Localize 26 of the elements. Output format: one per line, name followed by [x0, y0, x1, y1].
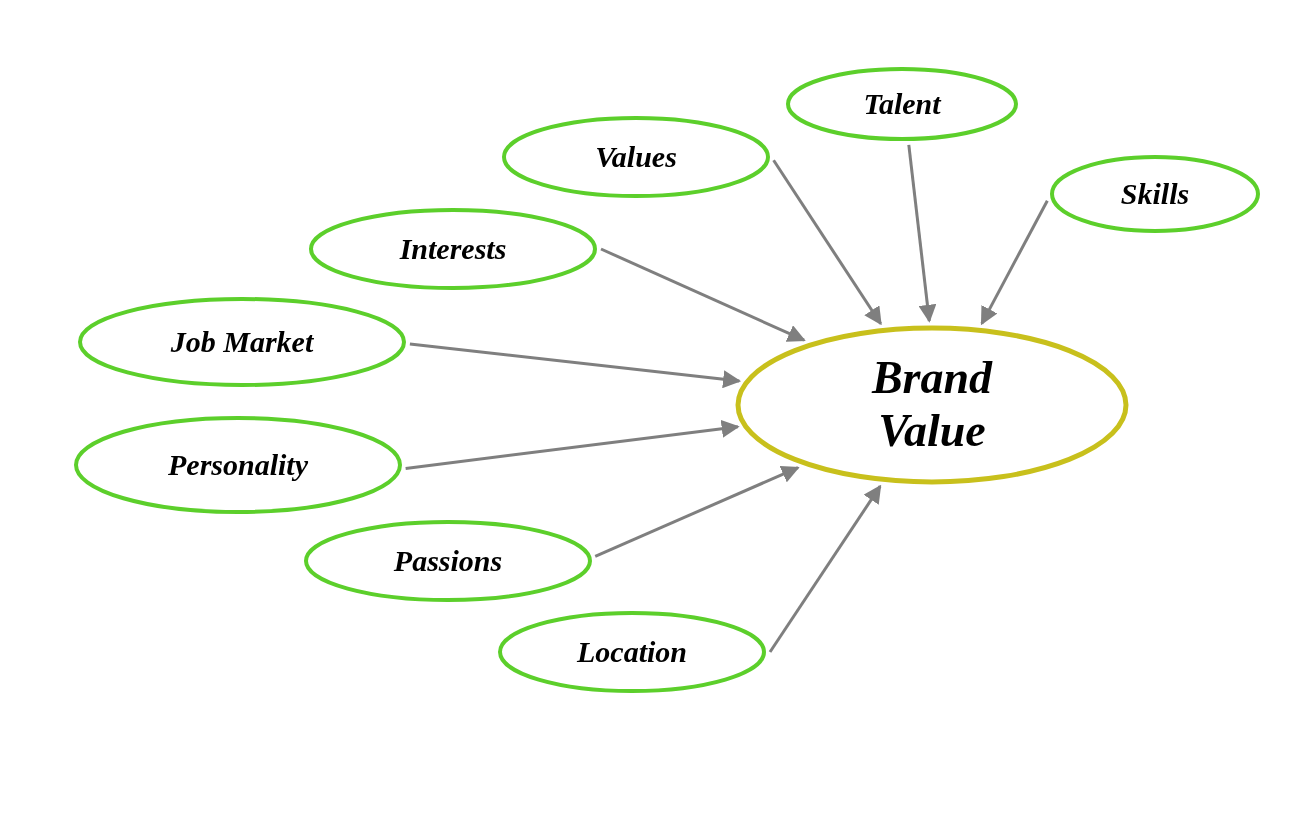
arrow [600, 247, 806, 342]
node-label: Interests [399, 231, 507, 268]
arrow [405, 419, 740, 470]
oval-node [501, 115, 771, 199]
oval-node [735, 325, 1129, 485]
node-label: Skills [1120, 176, 1190, 213]
oval-node [785, 66, 1019, 142]
arrow [409, 342, 742, 389]
oval-node [303, 519, 593, 603]
node-label: Personality [168, 447, 308, 484]
node-label: Passions [393, 543, 503, 580]
oval-node [77, 296, 407, 388]
arrow [768, 484, 882, 653]
oval-node [1049, 154, 1261, 234]
node-label: Talent [863, 86, 941, 123]
node-label: Values [595, 139, 677, 176]
arrow [980, 200, 1049, 326]
arrow [907, 144, 937, 323]
node-label: Job Market [170, 324, 314, 361]
node-label: Brand Value [870, 352, 994, 458]
node-label: Location [577, 634, 687, 671]
oval-node [73, 415, 403, 515]
oval-node [497, 610, 767, 694]
arrow [772, 159, 882, 326]
arrow [594, 465, 800, 558]
oval-node [308, 207, 598, 291]
